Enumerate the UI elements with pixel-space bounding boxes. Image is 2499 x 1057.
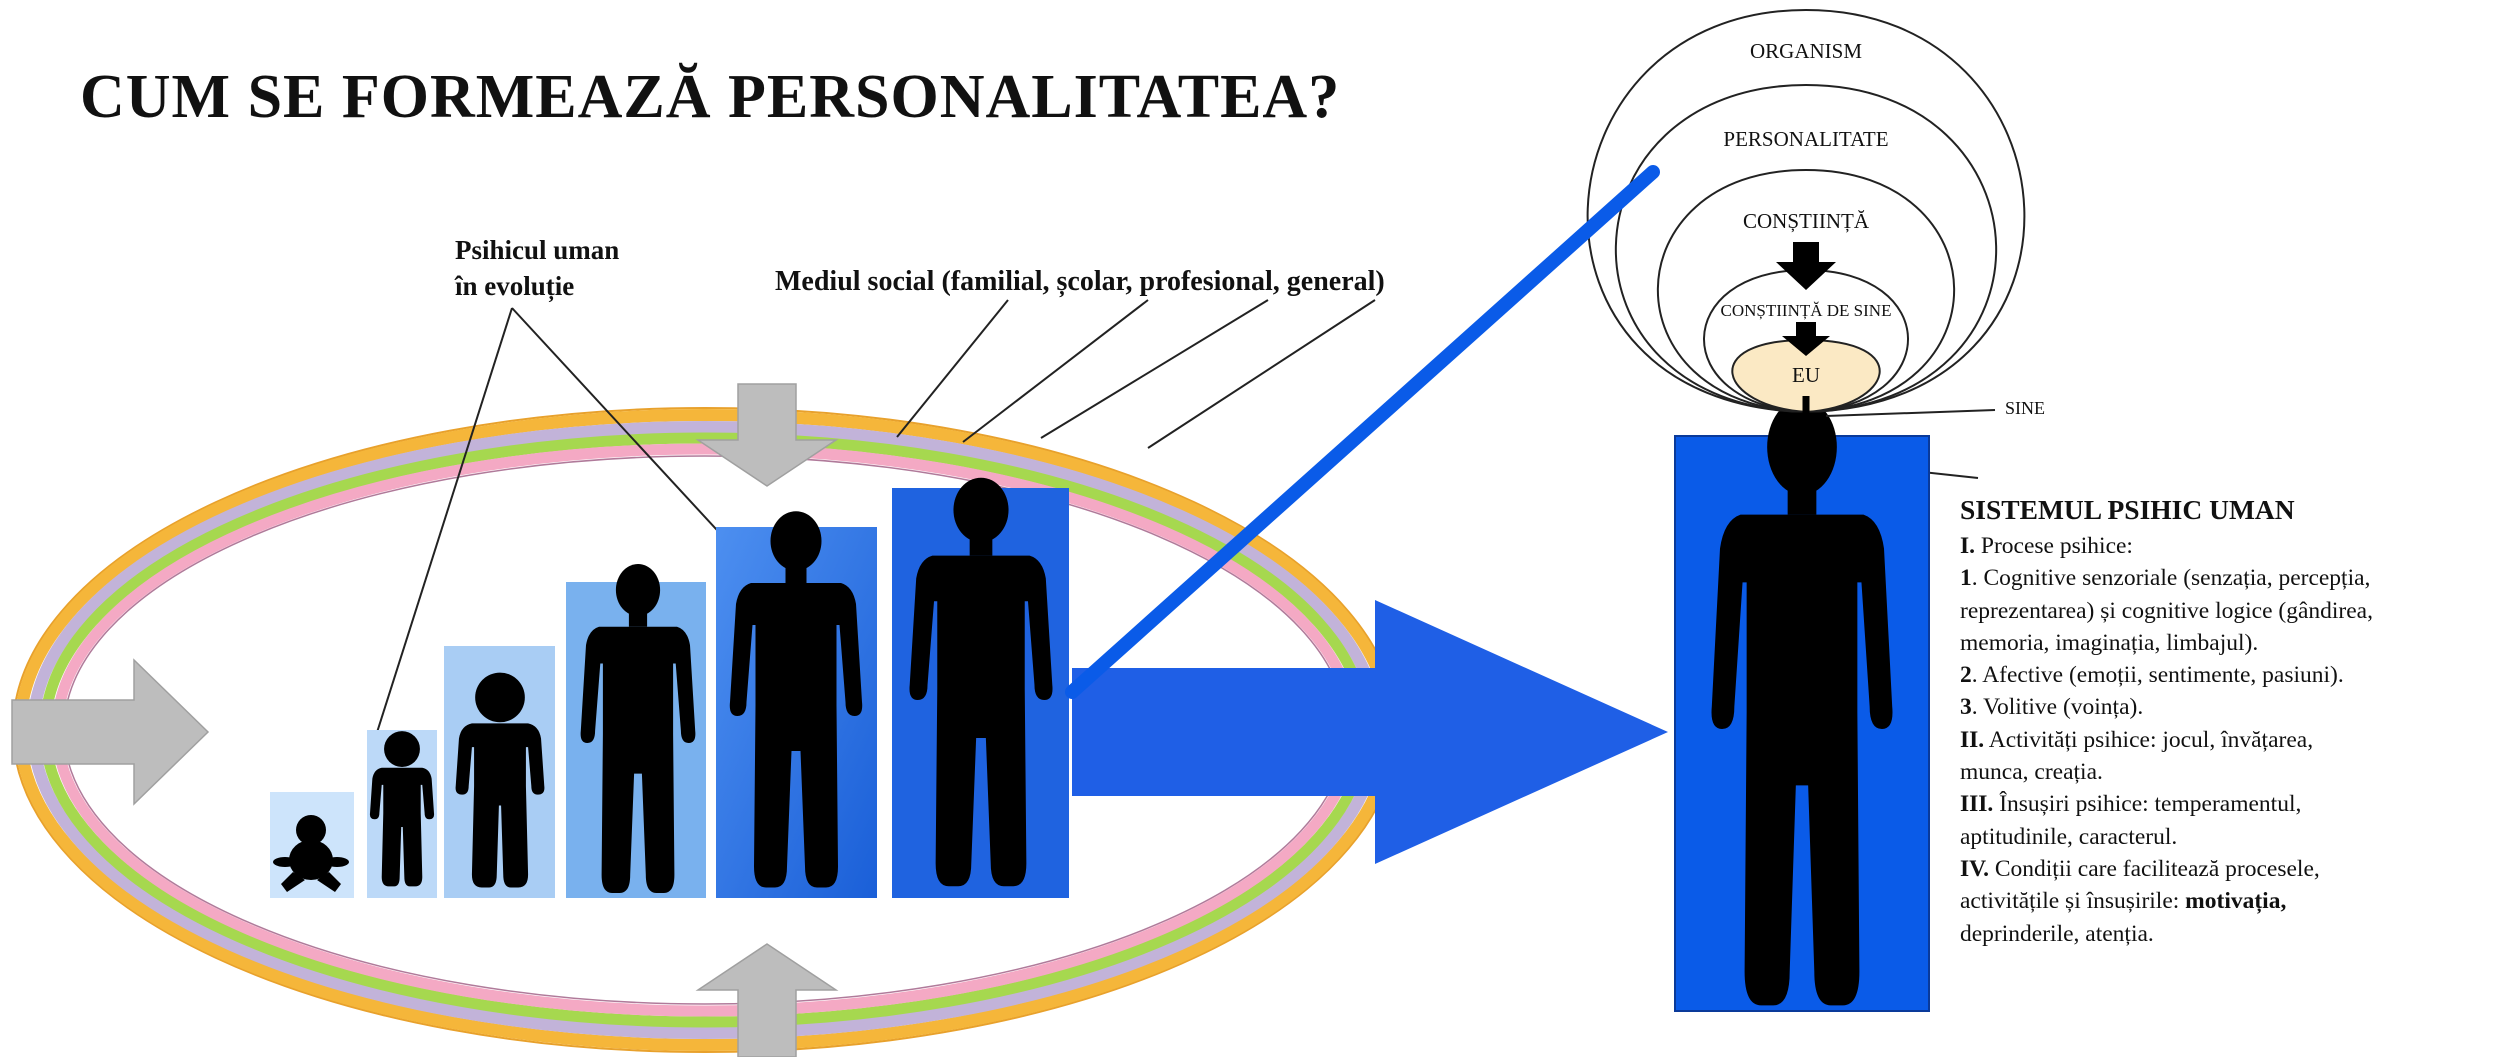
- growth-stages: [270, 477, 1069, 898]
- sistem-num: 2: [1960, 662, 1972, 689]
- ring-constiinta: [1656, 168, 1956, 413]
- label-psihicul-line2: în evoluție: [455, 271, 575, 301]
- page-title: CUM SE FORMEAZĂ PERSONALITATEA?: [80, 63, 1341, 131]
- sistem-line: IV. Condiții care facilitează procesele,: [1960, 853, 2499, 885]
- label-personalitate: PERSONALITATE: [1723, 127, 1888, 151]
- sistem-num: I.: [1960, 533, 1976, 559]
- arrow-down-icon: [695, 383, 839, 487]
- sistem-psihic-text: SISTEMUL PSIHIC UMAN I. Procese psihice:…: [1960, 492, 2499, 950]
- sistem-heading: SISTEMUL PSIHIC UMAN: [1960, 494, 2295, 525]
- leader-lines: [372, 299, 1979, 746]
- sistem-line: munca, creația.: [1960, 759, 2103, 786]
- sistem-line: III. Însușiri psihice: temperamentul,: [1960, 788, 2499, 820]
- sine-connector: [1786, 396, 1826, 436]
- sistem-line: aptitudinile, caracterul.: [1960, 823, 2178, 850]
- label-constiinta: CONȘTIINȚĂ: [1743, 209, 1870, 233]
- ring-personalitate: [1614, 83, 1998, 413]
- sistem-num: III.: [1960, 791, 1994, 818]
- sistem-line: activitățile și însușirile: motivația,: [1960, 885, 2499, 917]
- label-organism: ORGANISM: [1750, 39, 1862, 63]
- sistem-num: IV.: [1960, 855, 1989, 882]
- baby-silhouette: [273, 815, 349, 892]
- sistem-line: 2. Afective (emoții, sentimente, pasiuni…: [1960, 659, 2499, 691]
- sistem-line: reprezentarea) și cognitive logice (gând…: [1960, 597, 2373, 624]
- sistem-text: . Cognitive senzoriale (senzația, percep…: [1971, 565, 2371, 592]
- sistem-text: . Afective (emoții, sentimente, pasiuni)…: [1971, 662, 2344, 689]
- label-sine: SINE: [2005, 398, 2045, 418]
- sistem-line: deprinderile, atenția.: [1960, 920, 2154, 947]
- sistem-text: Însușiri psihice: temperamentul,: [1993, 791, 2302, 818]
- sistem-text: Condiții care facilitează procesele,: [1988, 855, 2320, 882]
- big-blue-arrow-icon: [1072, 600, 1668, 864]
- arrow-down-black-icon: [1776, 242, 1836, 290]
- sistem-line: 1. Cognitive senzoriale (senzația, perce…: [1960, 562, 2499, 594]
- sistem-num: 1: [1960, 565, 1972, 592]
- sistem-line: II. Activități psihice: jocul, învățarea…: [1960, 724, 2499, 756]
- label-psihicul-uman: Psihicul uman în evoluție: [455, 232, 619, 304]
- connector-line: [1065, 165, 1660, 699]
- arrow-up-icon: [695, 943, 839, 1057]
- label-constiinta-de-sine: CONȘTIINȚĂ DE SINE: [1721, 301, 1892, 320]
- sistem-line: memoria, imaginația, limbajul).: [1960, 629, 2259, 656]
- sistem-text: Activități psihice: jocul, învățarea,: [1984, 726, 2314, 753]
- sistem-line: I. Procese psihice:: [1960, 530, 2499, 562]
- arrow-right-icon: [11, 658, 210, 806]
- sistem-emphasis: motivația,: [2185, 888, 2287, 915]
- sistem-num: 3: [1960, 694, 1972, 721]
- label-mediul-social: Mediul social (familial, școlar, profesi…: [775, 266, 1385, 297]
- label-psihicul-line1: Psihicul uman: [455, 235, 620, 265]
- arrow-down-black-icon-2: [1782, 322, 1830, 356]
- sistem-num: II.: [1960, 726, 1985, 753]
- sistem-text: activitățile și însușirile:: [1960, 888, 2186, 915]
- sistem-text: Procese psihice:: [1975, 533, 2133, 559]
- label-eu: EU: [1792, 363, 1820, 387]
- sistem-line: 3. Volitive (voința).: [1960, 691, 2499, 723]
- sistem-text: . Volitive (voința).: [1971, 694, 2144, 721]
